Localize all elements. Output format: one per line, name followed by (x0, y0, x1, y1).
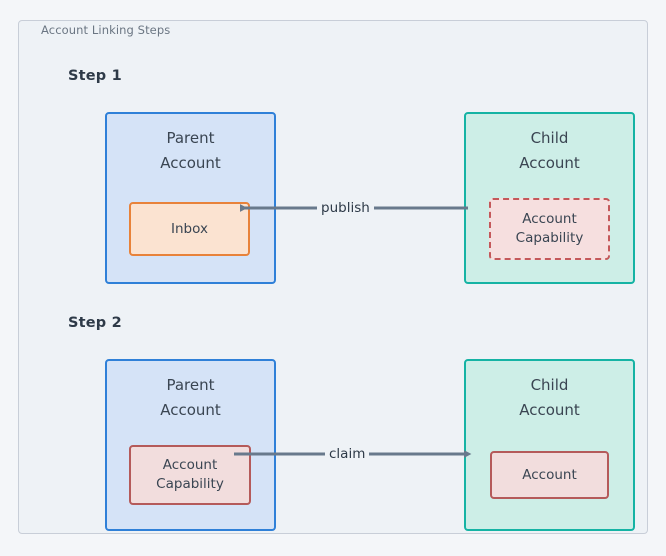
step-2-parent-account-title: Parent Account (160, 376, 221, 419)
diagram-title: Account Linking Steps (41, 23, 171, 37)
step-1-heading: Step 1 (68, 68, 122, 84)
step-1-child-account-title: Child Account (519, 129, 580, 172)
step-1-parent-account-title: Parent Account (160, 129, 221, 172)
step-1-parent-account-box[interactable]: Parent Account (105, 112, 276, 284)
step-2-account-capability-box[interactable]: Account Capability (129, 445, 251, 505)
step-2-account-box[interactable]: Account (490, 451, 609, 499)
step-2-child-account-title: Child Account (519, 376, 580, 419)
step-1-account-capability-box[interactable]: Account Capability (489, 198, 610, 260)
step-2-child-account-box[interactable]: Child Account (464, 359, 635, 531)
step-2-heading: Step 2 (68, 315, 122, 331)
step-1-inbox-box[interactable]: Inbox (129, 202, 250, 256)
claim-edge-label: claim (325, 446, 370, 462)
publish-edge-label: publish (317, 200, 374, 216)
diagram-frame: Account Linking Steps Step 1 Parent Acco… (18, 20, 648, 534)
